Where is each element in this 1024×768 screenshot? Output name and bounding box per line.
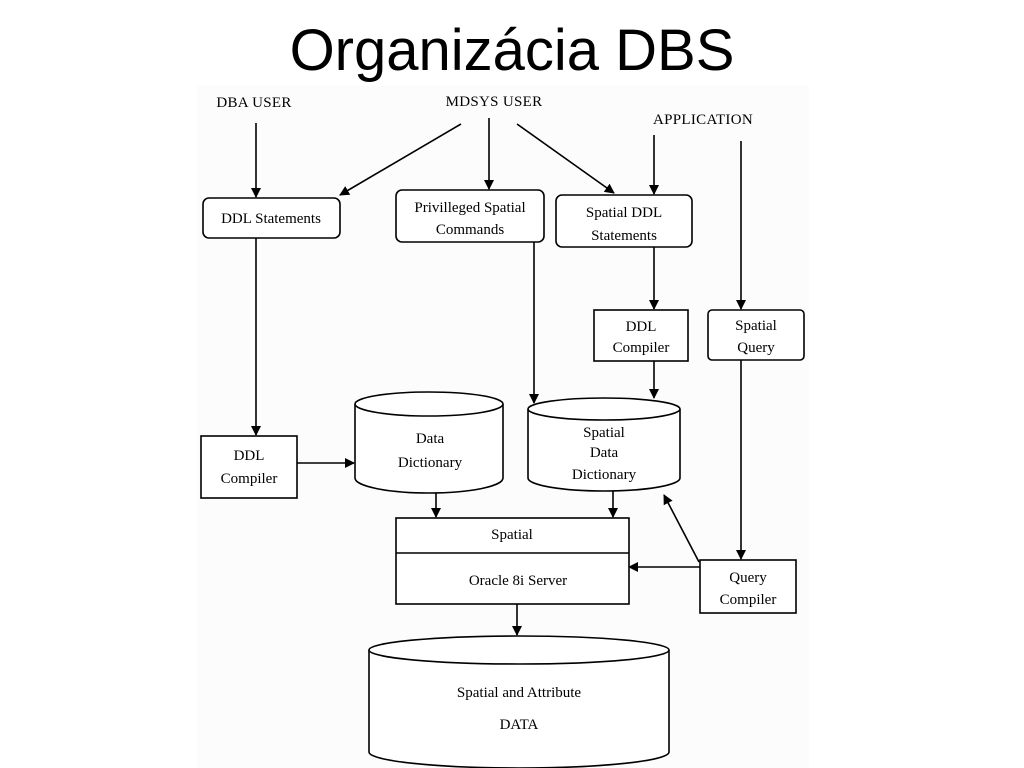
box-privileged-spatial-commands: Privilleged Spatial Commands xyxy=(395,189,545,243)
box-label-line2: Commands xyxy=(436,222,504,238)
edge-mdsys-to-spatial-ddl xyxy=(516,123,615,194)
store-label-line2: Dictionary xyxy=(398,455,463,471)
box-spatial-query: Spatial Query xyxy=(707,309,805,361)
box-ddl-compiler-left: DDL Compiler xyxy=(200,435,298,499)
box-label-line1: Privilleged Spatial xyxy=(414,200,525,216)
edges xyxy=(251,118,746,636)
slide-title: Organizácia DBS xyxy=(289,18,735,83)
box-label-line2: Compiler xyxy=(720,592,777,608)
store-spatial-attribute-data: Spatial and Attribute DATA xyxy=(368,635,670,768)
actor-mdsys-user: MDSYS USER xyxy=(446,94,543,110)
store-label-line1: Spatial xyxy=(583,425,625,441)
actor-application: APPLICATION xyxy=(653,112,753,128)
box-ddl-compiler-right: DDL Compiler xyxy=(593,309,689,362)
store-label-line1: Spatial and Attribute xyxy=(457,685,581,701)
box-label-line2: Statements xyxy=(591,228,657,244)
box-label-line2: Query xyxy=(737,340,775,356)
box-label-line1: Spatial xyxy=(735,318,777,334)
box-label: DDL Statements xyxy=(221,211,321,227)
store-label-line1: Data xyxy=(416,431,445,447)
box-label-line1: DDL xyxy=(234,448,265,464)
actor-dba-user: DBA USER xyxy=(216,95,291,111)
box-label-line1: Query xyxy=(729,570,767,586)
server-bottom-label: Oracle 8i Server xyxy=(469,573,567,589)
store-label-line2: DATA xyxy=(500,717,539,733)
box-label-line2: Compiler xyxy=(221,471,278,487)
store-data-dictionary: Data Dictionary xyxy=(354,391,504,494)
box-spatial-ddl-statements: Spatial DDL Statements xyxy=(555,194,693,248)
oracle-server: Spatial Oracle 8i Server xyxy=(395,517,630,605)
store-spatial-data-dictionary: Spatial Data Dictionary xyxy=(527,397,681,492)
edge-mdsys-to-ddl-statements xyxy=(339,123,462,196)
box-query-compiler: Query Compiler xyxy=(699,559,797,614)
box-ddl-statements: DDL Statements xyxy=(202,197,341,239)
store-label-line2: Data xyxy=(590,445,619,461)
box-label-line2: Compiler xyxy=(613,340,670,356)
edge-query-compiler-to-spatial-dictionary xyxy=(663,494,700,563)
store-label-line3: Dictionary xyxy=(572,467,637,483)
box-label-line1: DDL xyxy=(626,319,657,335)
server-top-label: Spatial xyxy=(491,527,533,543)
box-label-line1: Spatial DDL xyxy=(586,205,662,221)
